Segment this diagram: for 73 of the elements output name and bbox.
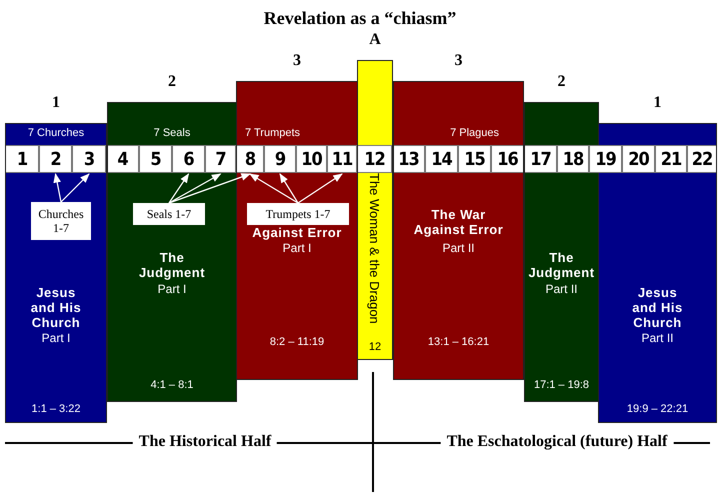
half-label: The Eschatological (future) Half	[440, 433, 674, 451]
section-panel	[598, 123, 717, 423]
verse-range: 13:1 – 16:21	[426, 336, 490, 349]
arrow	[60, 173, 90, 202]
section-heading: Jesus and His Church	[631, 286, 684, 331]
chapter-number: 8	[237, 145, 264, 173]
diagram-title: Revelation as a “chiasm”	[262, 8, 458, 29]
part-label: Part I	[40, 332, 72, 346]
chapter-number: 5	[139, 145, 172, 173]
section-heading: The Judgment	[138, 251, 206, 281]
section-panel	[524, 102, 599, 402]
highlight-column	[357, 60, 393, 360]
chapter-number: 15	[458, 145, 491, 173]
chapter-number: 7	[205, 145, 236, 173]
section-heading: Against Error	[251, 226, 343, 241]
chapter-number: 20	[622, 145, 655, 173]
verse-range: 19:9 – 22:21	[626, 403, 690, 416]
part-label: Part II	[640, 332, 674, 346]
section-panel	[393, 81, 524, 380]
series-label: 7 Plagues	[450, 127, 499, 140]
section-number: 3	[292, 52, 302, 70]
chapter-number: 3	[72, 145, 106, 173]
chapter-number: 17	[525, 145, 557, 173]
chapter-number: 6	[172, 145, 205, 173]
section-letter: A	[368, 31, 382, 49]
chapter-number: 4	[108, 145, 139, 173]
callout-label: Seals 1-7	[133, 203, 205, 225]
chapter-number: 12	[368, 341, 382, 354]
chapter-number: 13	[394, 145, 425, 173]
chapter-number: 2	[39, 145, 72, 173]
series-label: 7 Seals	[152, 127, 192, 140]
verse-range: 8:2 – 11:19	[268, 336, 326, 349]
chapter-number: 12	[358, 145, 392, 173]
vertical-title: The Woman & the Dragon	[366, 173, 381, 324]
part-label: Part I	[156, 283, 188, 297]
arrow	[168, 173, 222, 204]
part-label: Part I	[282, 242, 312, 256]
chapter-number: 21	[655, 145, 687, 173]
chapter-number: 11	[327, 145, 357, 173]
section-panel	[107, 102, 237, 402]
chapter-number: 16	[491, 145, 523, 173]
callout-label: Churches 1-7	[31, 202, 91, 240]
callout-label: Trumpets 1-7	[247, 203, 349, 225]
section-number: 2	[167, 73, 177, 91]
part-label: Part II	[544, 283, 578, 297]
chapter-number: 9	[264, 145, 296, 173]
verse-range: 17:1 – 19:8	[532, 379, 590, 392]
section-panel	[236, 81, 358, 380]
section-number: 1	[652, 94, 662, 112]
section-panel	[5, 123, 107, 423]
chapter-number: 10	[296, 145, 327, 173]
section-number: 2	[556, 73, 566, 91]
section-number: 3	[454, 52, 464, 70]
series-label: 7 Churches	[26, 127, 86, 140]
chapter-number: 1	[6, 145, 39, 173]
verse-range: 4:1 – 8:1	[150, 379, 194, 392]
section-heading: The War Against Error	[412, 208, 504, 238]
chapter-number: 18	[557, 145, 589, 173]
arrow	[298, 173, 343, 204]
part-label: Part II	[441, 242, 476, 256]
chapter-number: 14	[425, 145, 458, 173]
section-heading: The Judgment	[527, 251, 596, 281]
section-heading: Jesus and His Church	[30, 286, 82, 331]
section-number: 1	[51, 94, 61, 112]
arrow	[168, 173, 251, 204]
chapter-number: 19	[589, 145, 622, 173]
verse-range: 1:1 – 3:22	[30, 403, 82, 416]
arrow	[53, 173, 62, 202]
arrow	[168, 173, 190, 204]
series-label: 7 Trumpets	[245, 127, 300, 140]
chapter-number: 22	[687, 145, 716, 173]
arrow	[249, 173, 298, 204]
arrow	[280, 173, 298, 204]
